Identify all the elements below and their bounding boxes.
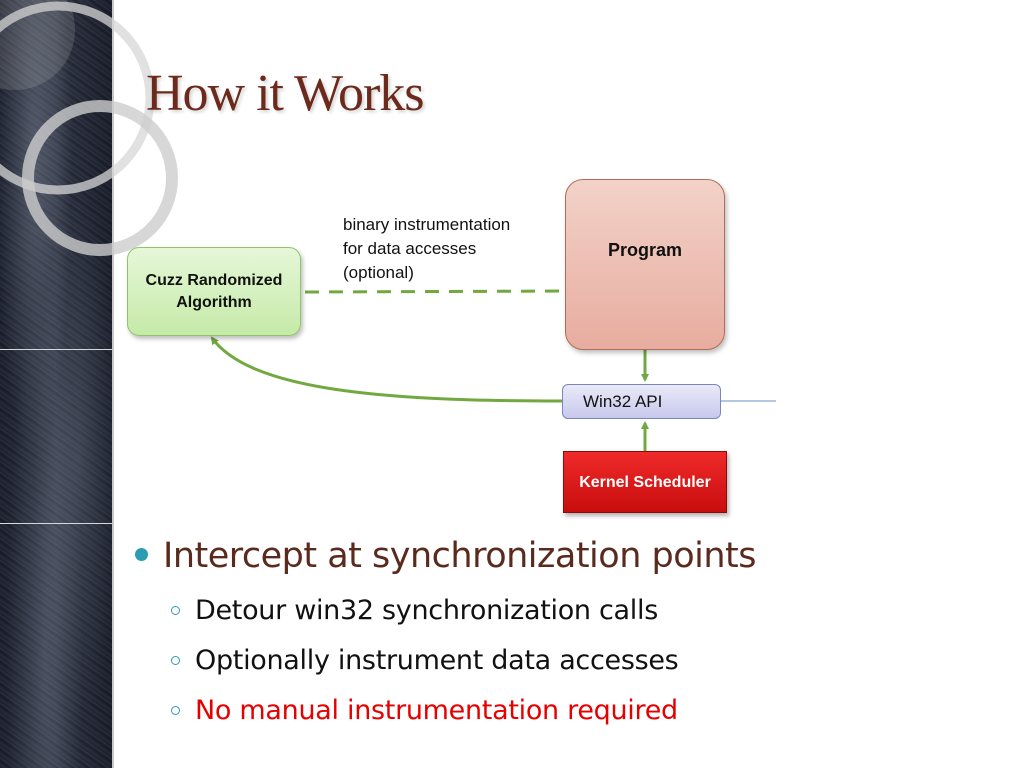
sidebar-edge	[112, 0, 114, 768]
small-ring-decoration	[22, 100, 178, 256]
sidebar-divider-line	[0, 523, 112, 524]
program-box: Program	[565, 179, 725, 350]
program-label: Program	[607, 240, 683, 260]
large-ring-decoration	[0, 1, 155, 195]
sub-bullet-item: Optionally instrument data accesses	[135, 636, 756, 686]
bullet-main: Intercept at synchronization points	[135, 532, 757, 580]
sub-bullet-text: Optionally instrument data accesses	[195, 645, 679, 676]
win32-api-label: Win32 API	[583, 391, 663, 411]
slide-title: How it Works	[146, 65, 425, 122]
sub-bullet-text: Detour win32 synchronization calls	[195, 595, 658, 626]
cuzz-algorithm-label: Cuzz Randomized Algorithm	[145, 271, 283, 311]
bullet-dot-icon	[135, 548, 148, 561]
bullet-list: Intercept at synchronization points Deto…	[135, 532, 757, 736]
sub-bullet-list: Detour win32 synchronization calls Optio…	[135, 586, 756, 736]
hollow-bullet-icon	[171, 706, 180, 715]
hollow-bullet-icon	[171, 606, 180, 615]
instrumentation-dashed-line	[304, 289, 573, 294]
circle-fill-decoration	[0, 0, 75, 90]
api-to-cuzz-arrow	[210, 336, 563, 403]
kernel-scheduler-label: Kernel Scheduler	[579, 473, 711, 491]
sub-bullet-item-highlighted: No manual instrumentation required	[135, 686, 756, 736]
sidebar-divider-line	[0, 349, 112, 350]
bullet-main-text: Intercept at synchronization points	[163, 536, 757, 576]
cuzz-algorithm-box: Cuzz Randomized Algorithm	[127, 247, 301, 336]
win32-api-box: Win32 API	[562, 384, 721, 419]
hollow-bullet-icon	[171, 656, 180, 665]
sub-bullet-text: No manual instrumentation required	[195, 695, 678, 726]
sub-bullet-item: Detour win32 synchronization calls	[135, 586, 756, 636]
instrumentation-annotation: binary instrumentation for data accesses…	[343, 215, 511, 282]
sub-bullet-group: Detour win32 synchronization calls Optio…	[135, 586, 756, 736]
decorative-circles	[0, 0, 178, 256]
kernel-scheduler-box: Kernel Scheduler	[563, 451, 727, 513]
